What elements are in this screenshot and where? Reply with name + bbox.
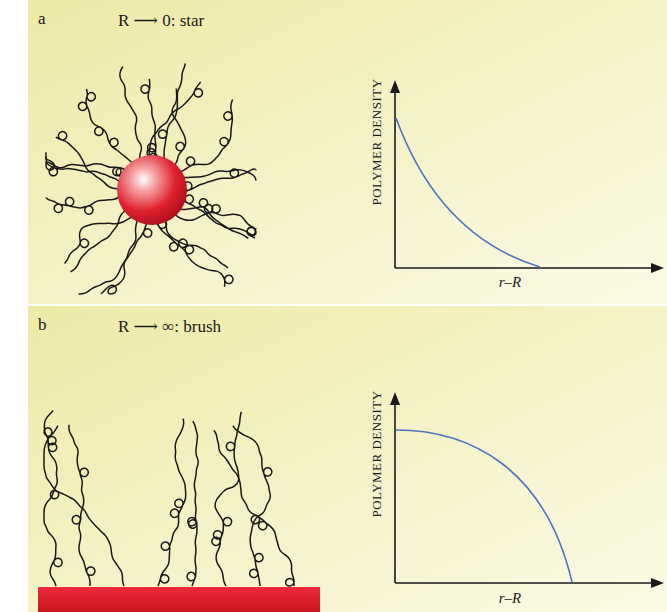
polymer-chain (46, 157, 119, 182)
polymer-chains (44, 411, 294, 586)
graph-axes (395, 90, 654, 583)
polymer-chain (158, 419, 186, 586)
polymer-chain (69, 425, 95, 586)
polymer-chain (187, 421, 198, 586)
polymer-chain (71, 211, 125, 272)
polymer-chain (184, 195, 256, 238)
panel-letter: a (38, 10, 46, 29)
polymer-chain (157, 220, 233, 287)
axis-arrowheads (390, 80, 664, 588)
x-axis (395, 267, 654, 269)
polymer-chain (46, 197, 119, 214)
arrowhead (390, 392, 400, 405)
polymer-chain (175, 204, 256, 235)
polymer-chain (184, 169, 256, 191)
panel-ground (28, 306, 667, 612)
polymer-chain (181, 99, 233, 171)
arrowhead (390, 80, 400, 93)
density-curve (396, 430, 572, 582)
polymer-chain (78, 89, 131, 163)
panel-ground (28, 0, 667, 304)
polymer-chain (149, 82, 202, 162)
arrowhead (651, 263, 664, 273)
polymer-chain (44, 426, 124, 586)
x-axis (395, 582, 654, 584)
axis-label: r–R (499, 590, 522, 607)
y-axis (394, 402, 396, 583)
axis-label: POLYMER DENSITY (370, 78, 384, 205)
polymer-chain (172, 89, 186, 165)
polymer-chain (46, 152, 125, 176)
panel-title: R ⟶ 0: star (118, 12, 204, 31)
axis-label: POLYMER DENSITY (370, 390, 384, 517)
polymer-chain (141, 79, 156, 157)
figure-panel: a R ⟶ 0: starPOLYMER DENSITY r–R (28, 0, 667, 304)
arrowhead (651, 578, 664, 588)
density-curve (396, 118, 540, 267)
axis-label: r–R (499, 274, 522, 291)
polymer-chain (65, 217, 132, 263)
polymer-chain (233, 426, 272, 586)
figure-panel: b R ⟶ ∞: brushPOLYMER DENSITY r–R (28, 306, 667, 612)
polymer-chain (120, 67, 142, 159)
panel-letter: b (38, 316, 47, 335)
y-axis (394, 90, 396, 268)
grafting-surface (38, 587, 320, 612)
polymer-chain (166, 221, 228, 268)
panel-title: R ⟶ ∞: brush (118, 318, 221, 337)
polymer-chain (214, 430, 294, 586)
polymer-chain (184, 170, 256, 181)
colloid-sphere (117, 155, 187, 225)
polymer-chain (79, 221, 138, 294)
polymer-chains (46, 63, 256, 294)
